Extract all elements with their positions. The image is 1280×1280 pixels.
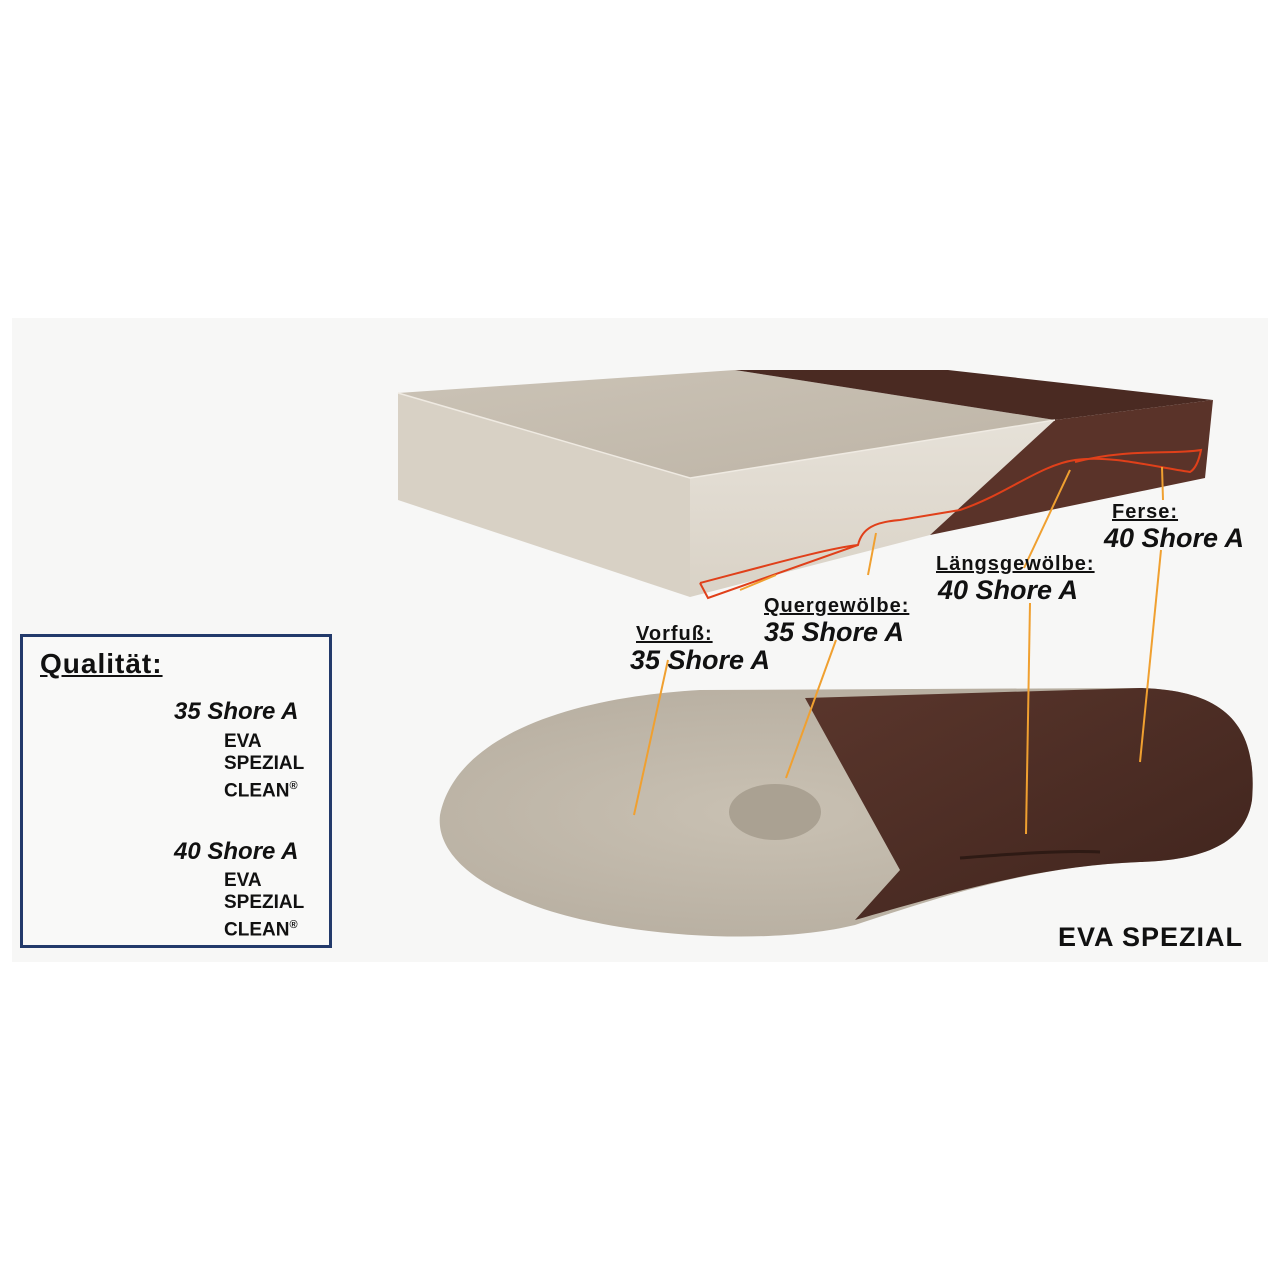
material-line: SPEZIAL [224,892,305,913]
zone-laengsgewoelbe-title: Längsgewölbe: [936,553,1095,575]
callout-laengsgewoelbe [1023,469,1071,569]
insole-shape [439,688,1253,937]
material-block [397,370,1213,600]
zone-quergewoelbe-value: 35 Shore A [764,617,905,647]
product-label: EVA SPEZIAL [1058,922,1244,952]
block-top-soft [398,370,1055,478]
zone-vorfuss-value: 35 Shore A [630,645,771,675]
block-side-left [398,393,690,597]
block-top-hard [735,370,1213,420]
callout-quergewoelbe [867,532,877,576]
block-front-hard [930,400,1213,535]
zone-vorfuss-title: Vorfuß: [636,623,713,645]
zone-ferse-value: 40 Shore A [1104,523,1245,553]
quality-title: Qualität: [40,648,163,679]
zone-ferse-title: Ferse: [1112,501,1179,523]
quality-soft-material: EVA SPEZIAL CLEAN® [224,731,304,802]
material-line: SPEZIAL [224,753,305,774]
quality-hard-shore: 40 Shore A [174,838,299,865]
metatarsal-pad [729,784,821,840]
zone-laengsgewoelbe-value: 40 Shore A [938,575,1079,605]
quality-hard-material: EVA SPEZIAL CLEAN® [224,870,304,941]
zone-quergewoelbe-title: Quergewölbe: [764,595,910,617]
registered-mark: ® [289,780,298,792]
material-line: EVA [224,731,262,752]
quality-soft-shore: 35 Shore A [174,698,299,725]
material-line: CLEAN [224,780,290,802]
callout-ferse [1161,466,1164,501]
registered-mark: ® [289,919,298,931]
material-line: EVA [224,870,262,891]
material-line: CLEAN [224,919,290,941]
insole-profile-outline [699,448,1203,600]
callout-vorfuss [739,574,777,591]
quality-legend-box [20,634,332,948]
